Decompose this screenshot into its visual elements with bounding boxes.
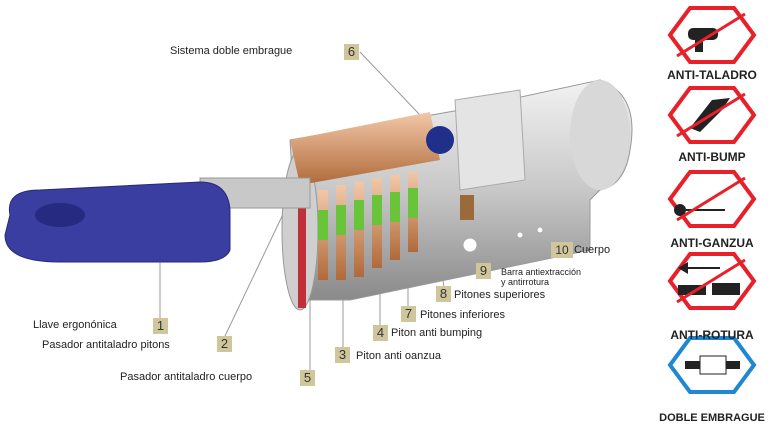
- label-piton-ganzua: Piton anti oanzua: [356, 350, 442, 362]
- pick-key-icon: [667, 170, 757, 228]
- label-barra-2: y antirrotura: [501, 277, 550, 287]
- label-piton-bumping: Piton anti bumping: [391, 327, 483, 339]
- pins: [318, 172, 418, 280]
- key-head: [4, 181, 231, 263]
- label-pasador-cuerpo: Pasador antitaladro cuerpo: [120, 371, 253, 383]
- tag-7: 7: [401, 306, 416, 322]
- tag-5: 5: [300, 370, 315, 386]
- label-cuerpo: Cuerpo: [574, 244, 611, 256]
- cylinder-head: [570, 80, 630, 190]
- tag-10: 10: [551, 242, 573, 258]
- tag-2: 2: [217, 336, 232, 352]
- label-pitones-inferiores: Pitones inferiores: [420, 309, 505, 321]
- feature-anti-taladro: ANTI-TALADRO: [667, 68, 757, 82]
- body-holes: [462, 226, 544, 253]
- break-icon: [667, 252, 757, 310]
- clutch-icon: [667, 336, 757, 394]
- tag-9: 9: [476, 263, 491, 279]
- feature-doble-embrague: DOBLE EMBRAGUE: [659, 412, 765, 424]
- label-llave: Llave ergonónica: [33, 319, 117, 331]
- tag-3: 3: [335, 347, 350, 363]
- anti-drill-body-pin: [298, 200, 306, 308]
- feature-icons: [667, 6, 757, 394]
- tag-8: 8: [436, 286, 451, 302]
- clutch-system: [426, 126, 454, 154]
- label-sistema-doble-embrague: Sistema doble embrague: [170, 45, 293, 57]
- label-pasador-pitons: Pasador antitaladro pitons: [42, 339, 170, 351]
- label-barra: Barra antiextracción: [501, 267, 582, 277]
- label-pitones-superiores: Pitones superiores: [454, 289, 546, 301]
- cam: [454, 89, 526, 191]
- bump-hammer-icon: [667, 86, 757, 144]
- plug-brass: [290, 112, 440, 185]
- feature-anti-rotura: ANTI-ROTURA: [670, 328, 754, 342]
- tag-6: 6: [344, 44, 359, 60]
- tag-1: 1: [153, 318, 168, 334]
- key-hole: [35, 203, 85, 227]
- tag-4: 4: [373, 325, 388, 341]
- anti-extraction-bar: [460, 195, 474, 220]
- drill-icon: [667, 6, 757, 64]
- feature-anti-ganzua: ANTI-GANZUA: [670, 236, 754, 250]
- feature-anti-bump: ANTI-BUMP: [678, 150, 746, 164]
